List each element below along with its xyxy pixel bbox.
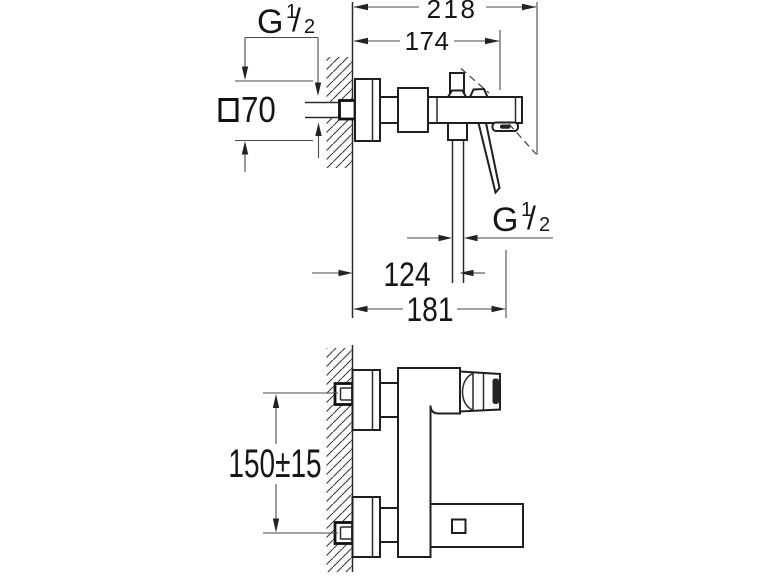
- cartridge-cap-wedge: [468, 87, 490, 98]
- outlet-thread-denominator: 2: [539, 214, 550, 236]
- arrowhead-right-181: [491, 305, 506, 313]
- union-nut: [397, 87, 429, 133]
- lever-handle-blade: [477, 122, 501, 195]
- handle-grip-bar: [492, 378, 499, 404]
- dim-overall-depth-label: 181: [406, 291, 453, 329]
- arrowhead-left-218: [353, 3, 368, 11]
- dim-body-width: 174: [353, 26, 501, 90]
- outlet-thread-g: G: [492, 201, 518, 239]
- outlet-thread-slash: /: [527, 200, 536, 236]
- arrowhead-right-124: [338, 269, 353, 277]
- inlet-pipe-stub: [305, 101, 340, 119]
- outlet-thread-numerator: 1: [521, 199, 532, 221]
- spout-front: [429, 503, 524, 548]
- arrowhead-right-218: [522, 3, 537, 11]
- arrowhead-left-124: [459, 269, 474, 277]
- lever-handle-end-cap: [500, 124, 511, 129]
- arrowhead-right-outlet: [438, 234, 452, 242]
- leader-dash-handle: [508, 123, 537, 155]
- bottom-connection-pipe: [379, 507, 399, 543]
- front-view: 150±15: [228, 345, 524, 572]
- outlet-connector-block: [447, 122, 468, 141]
- mixer-body-front: [397, 367, 461, 558]
- arrowhead-left-174: [353, 37, 368, 45]
- dim-connection-spacing-label: 150±15: [228, 442, 321, 486]
- dim-outlet-offset-label: 124: [383, 256, 430, 294]
- arrowhead-up-inlet-pipe: [315, 122, 322, 136]
- diverter-knob-base: [446, 89, 468, 98]
- mixer-body-side: [427, 96, 523, 124]
- dim-outlet-offset: 124: [312, 256, 485, 294]
- square-flange-symbol: [218, 98, 239, 122]
- top-connection-pipe: [379, 382, 399, 418]
- dim-connection-spacing: 150±15: [228, 392, 338, 534]
- inlet-thread-slash: /: [292, 2, 301, 38]
- arrowhead-down-150: [272, 518, 280, 533]
- inlet-thread-numerator: 1: [286, 1, 297, 23]
- inlet-thread-denominator: 2: [304, 16, 315, 38]
- cartridge-dome-arc: [461, 372, 474, 411]
- bottom-escutcheon-front: [351, 496, 381, 558]
- dim-overall-depth: 181: [353, 250, 507, 329]
- arrowhead-right-174: [485, 37, 500, 45]
- inlet-thread-callout: G 1 / 2: [241, 1, 322, 158]
- arrowhead-down-flange-top: [241, 66, 249, 80]
- dim-flange-label: 70: [241, 90, 276, 131]
- dim-overall-width: 218: [353, 0, 538, 155]
- arrowhead-left-outlet: [464, 234, 478, 242]
- dim-overall-width-label: 218: [427, 0, 478, 24]
- arrowhead-up-150: [272, 394, 280, 408]
- handle-outline: [459, 370, 501, 413]
- top-escutcheon-front: [351, 369, 381, 431]
- arrowhead-up-flange-bottom: [241, 141, 249, 155]
- spout-aerator-square: [451, 518, 467, 534]
- arrowhead-down-inlet-pipe: [314, 82, 322, 96]
- inlet-thread-g: G: [257, 3, 283, 41]
- top-view: 218 174 G 1 / 2: [218, 0, 553, 329]
- escutcheon-side: [354, 78, 381, 142]
- arrowhead-left-181: [353, 305, 368, 313]
- top-union: [333, 382, 354, 406]
- outlet-thread-callout: G 1 / 2: [407, 199, 553, 242]
- dim-flange-square: 70: [218, 80, 313, 172]
- s-union-square: [338, 99, 357, 121]
- dim-body-width-label: 174: [405, 26, 450, 56]
- connection-pipe-side: [379, 96, 399, 124]
- handle-assembly-front: [459, 370, 501, 413]
- leader-dash-diverter: [460, 68, 490, 94]
